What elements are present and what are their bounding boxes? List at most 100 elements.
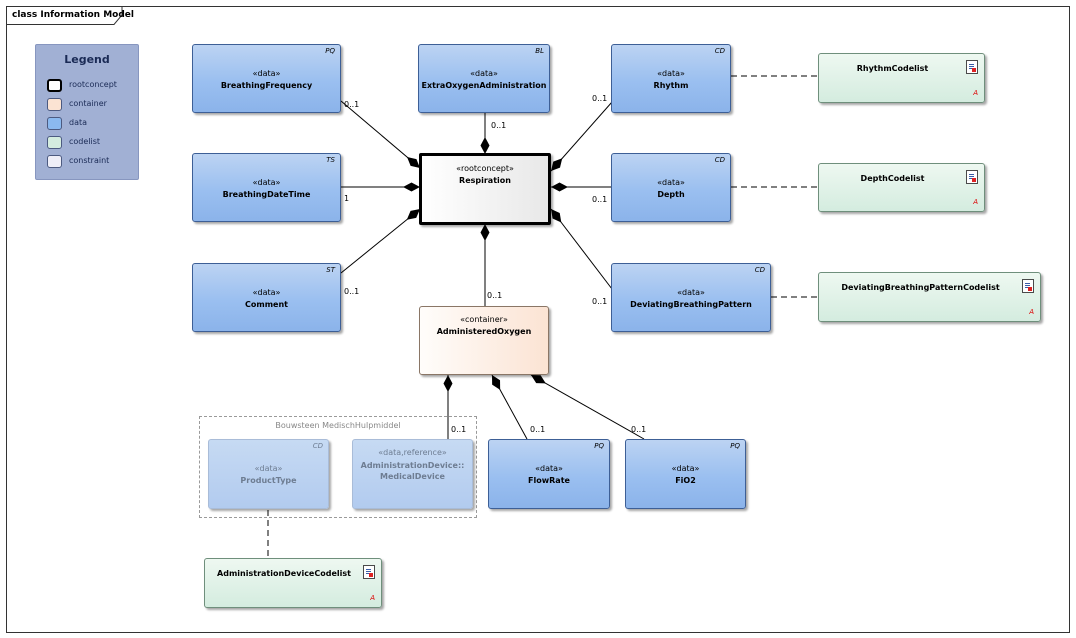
type-tag: TS — [326, 156, 335, 164]
class-name: FiO2 — [675, 476, 696, 485]
codelist-deviating-breathing-pattern[interactable]: DeviatingBreathingPatternCodelist A — [818, 272, 1041, 322]
abstract-badge: A — [370, 594, 375, 602]
class-name: ProductType — [240, 476, 297, 485]
class-name: AdministeredOxygen — [436, 327, 532, 336]
type-tag: CD — [312, 442, 323, 450]
document-icon — [966, 60, 978, 74]
assoc-fio2 — [530, 374, 645, 440]
multiplicity-fio2: 0..1 — [631, 425, 647, 434]
stereotype: «data» — [535, 464, 563, 473]
multiplicity-breathing-frequency: 0..1 — [344, 100, 360, 109]
class-name: BreathingDateTime — [222, 190, 311, 199]
codelist-administration-device[interactable]: AdministrationDeviceCodelist A — [204, 558, 382, 608]
assoc-breathing-frequency — [340, 100, 421, 169]
type-tag: CD — [714, 156, 725, 164]
frame-tab — [6, 6, 123, 25]
stereotype: «data» — [657, 69, 685, 78]
class-flow-rate[interactable]: PQ «data» FlowRate — [488, 439, 610, 509]
class-breathing-datetime[interactable]: TS «data» BreathingDateTime — [192, 153, 341, 222]
stereotype: «data» — [254, 464, 283, 473]
stereotype: «data» — [252, 288, 281, 297]
multiplicity-flow-rate: 0..1 — [530, 425, 546, 434]
legend-label: data — [69, 118, 88, 127]
legend: Legend rootconcept container data codeli… — [35, 44, 139, 180]
class-product-type[interactable]: CD «data» ProductType — [208, 439, 329, 509]
stereotype: «data» — [671, 464, 700, 473]
assoc-rhythm — [550, 101, 613, 172]
class-name: Depth — [657, 190, 685, 199]
multiplicity-breathing-datetime: 1 — [344, 194, 350, 203]
diagram-frame — [6, 6, 1070, 633]
type-tag: ST — [326, 266, 335, 274]
legend-swatch-data — [47, 117, 62, 130]
stereotype: «data» — [252, 178, 281, 187]
stereotype: «data,reference» — [378, 448, 447, 457]
document-icon — [363, 565, 375, 579]
legend-title: Legend — [64, 53, 110, 66]
legend-label: rootconcept — [69, 80, 117, 89]
class-rhythm[interactable]: CD «data» Rhythm — [611, 44, 731, 113]
class-name: DeviatingBreathingPattern — [630, 300, 752, 309]
multiplicity-rhythm: 0..1 — [592, 94, 608, 103]
type-tag: CD — [754, 266, 765, 274]
class-administration-device[interactable]: «data,reference» AdministrationDevice:: … — [352, 439, 473, 509]
stereotype: «rootconcept» — [456, 164, 514, 173]
class-name: Rhythm — [653, 81, 689, 90]
codelist-rhythm[interactable]: RhythmCodelist A — [818, 53, 985, 103]
class-breathing-frequency[interactable]: PQ «data» BreathingFrequency — [192, 44, 341, 113]
abstract-badge: A — [973, 198, 978, 206]
codelist-name: RhythmCodelist — [856, 64, 929, 73]
legend-swatch-container — [47, 98, 62, 111]
document-icon — [1022, 279, 1034, 293]
class-name: Respiration — [459, 176, 511, 185]
class-comment[interactable]: ST «data» Comment — [192, 263, 341, 332]
abstract-badge: A — [973, 89, 978, 97]
class-depth[interactable]: CD «data» Depth — [611, 153, 731, 222]
stereotype: «data» — [470, 69, 498, 78]
class-name: ExtraOxygenAdministration — [421, 81, 547, 90]
type-tag: CD — [714, 47, 725, 55]
abstract-badge: A — [1029, 308, 1034, 316]
type-tag: PQ — [594, 442, 604, 450]
class-name: FlowRate — [528, 476, 570, 485]
multiplicity-deviating: 0..1 — [592, 297, 608, 306]
codelist-depth[interactable]: DepthCodelist A — [818, 163, 985, 212]
type-tag: BL — [535, 47, 544, 55]
package-label: Bouwsteen MedischHulpmiddel — [275, 421, 401, 430]
codelist-name: DepthCodelist — [860, 174, 925, 183]
codelist-name: DeviatingBreathingPatternCodelist — [841, 283, 1000, 292]
class-deviating-breathing-pattern[interactable]: CD «data» DeviatingBreathingPattern — [611, 263, 771, 332]
class-administered-oxygen[interactable]: «container» AdministeredOxygen — [419, 306, 549, 375]
class-extra-oxygen-administration[interactable]: BL «data» ExtraOxygenAdministration — [418, 44, 550, 113]
legend-swatch-rootconcept — [47, 79, 62, 92]
assoc-comment — [340, 208, 421, 274]
class-respiration[interactable]: «rootconcept» Respiration — [419, 153, 551, 225]
stereotype: «data» — [252, 69, 281, 78]
class-name: BreathingFrequency — [220, 81, 313, 90]
stereotype: «data» — [677, 288, 705, 297]
legend-label: codelist — [69, 137, 101, 146]
legend-label: constraint — [69, 156, 110, 165]
stereotype: «container» — [460, 315, 508, 324]
frame-title: class Information Model — [12, 10, 134, 20]
class-name-line1: AdministrationDevice:: — [360, 461, 465, 470]
multiplicity-extra-oxygen: 0..1 — [491, 121, 507, 130]
assoc-flow-rate — [491, 374, 528, 440]
type-tag: PQ — [730, 442, 740, 450]
class-fio2[interactable]: PQ «data» FiO2 — [625, 439, 746, 509]
stereotype: «data» — [657, 178, 685, 187]
document-icon — [966, 170, 978, 184]
legend-swatch-constraint — [47, 155, 62, 168]
multiplicity-admin-device: 0..1 — [451, 425, 467, 434]
type-tag: PQ — [325, 47, 335, 55]
package-bouwsteen-medischhulpmiddel: Bouwsteen MedischHulpmiddel — [199, 416, 477, 518]
codelist-name: AdministrationDeviceCodelist — [217, 569, 351, 578]
multiplicity-comment: 0..1 — [344, 287, 360, 296]
assoc-deviating — [550, 208, 613, 290]
class-name-line2: MedicalDevice — [380, 472, 445, 481]
legend-label: container — [69, 99, 107, 108]
legend-swatch-codelist — [47, 136, 62, 149]
multiplicity-depth: 0..1 — [592, 195, 608, 204]
multiplicity-administered-oxygen: 0..1 — [487, 291, 503, 300]
